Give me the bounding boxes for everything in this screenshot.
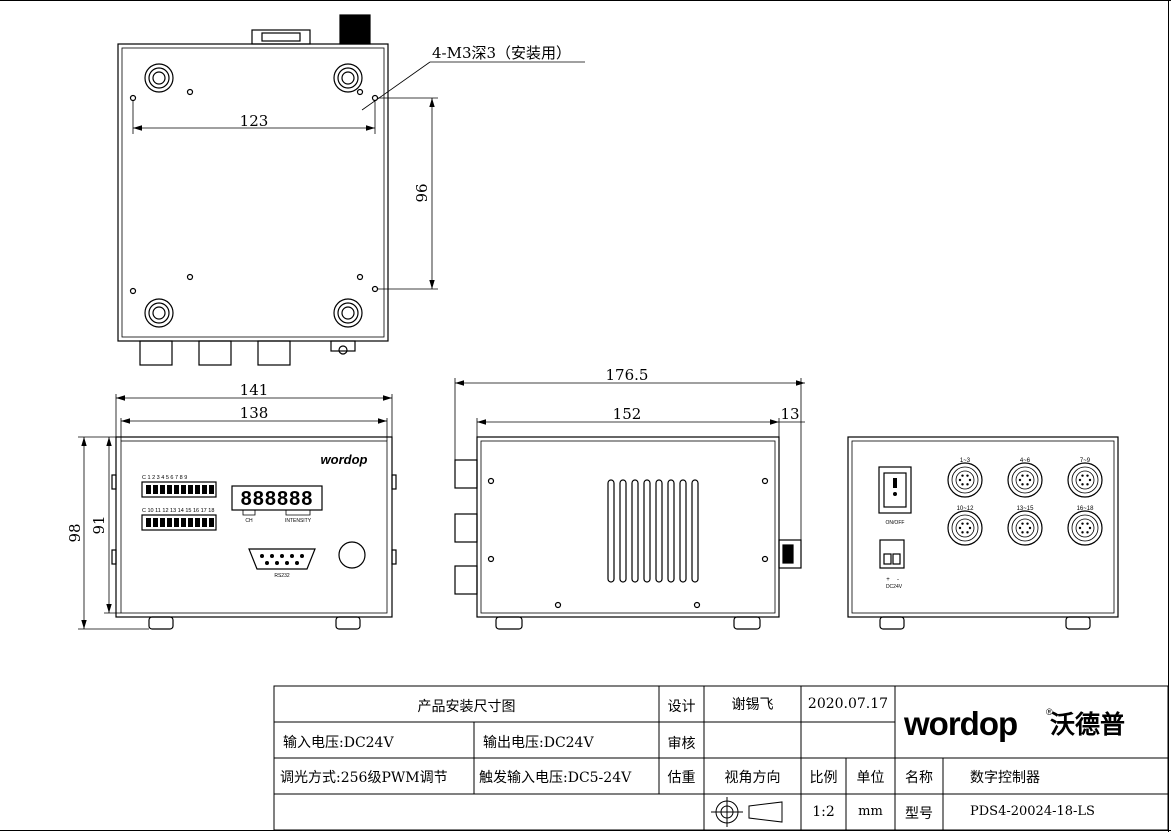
dimming-method: 调光方式:256级PWM调节 [280,770,448,786]
top-view [117,14,389,366]
led-display [231,485,323,511]
switch-knob [339,14,371,45]
dim-98: 98 [66,523,84,542]
design-date: 2020.07.17 [807,696,889,712]
dim-141: 141 [240,381,269,399]
circular-connector[interactable]: 7~9 [1067,458,1103,498]
product-name: 数字控制器 [970,770,1040,786]
top-dims [132,61,585,290]
svg-text:wordop: wordop [903,705,1017,742]
foot-bottom-right [333,298,363,328]
connector-label: 10~12 [957,506,975,512]
front-body [115,436,393,618]
design-label: 设计 [667,699,696,715]
intensity-label: INTENSITY [285,518,312,524]
switch-label: ON/OFF [886,520,905,526]
dim-152: 152 [613,405,642,423]
led-digits: 888888 [241,488,314,510]
dim-91: 91 [90,515,108,534]
rear-view [847,436,1119,630]
connector-label: 7~9 [1080,458,1091,464]
top-body [117,43,389,342]
scale-value: 1:2 [812,804,835,820]
rear-body [847,436,1119,618]
model-number: PDS4-20024-18-LS [970,804,1095,819]
connector-label: 1~3 [960,458,971,464]
dim-176-5: 176.5 [606,366,649,384]
front-brand-logo: wordop [321,452,368,467]
side-view [454,436,802,630]
name-label: 名称 [905,770,933,786]
bnc-1 [139,340,173,366]
dim-138: 138 [240,404,269,422]
mount-hole-note: 4-M3深3（安装用） [432,44,571,62]
brand-logo: wordop 沃德普 ® [903,705,1125,742]
model-label: 型号 [905,806,933,822]
rs232-label: RS232 [274,573,290,579]
title-text: 产品安装尺寸图 [417,699,516,715]
dim-13: 13 [780,405,799,423]
scale-label: 比例 [809,770,838,786]
front-view [111,436,397,630]
dip-row1-label: C 1 2 3 4 5 6 7 8 9 [142,475,187,481]
bnc-2 [198,340,232,366]
side-body [476,436,780,618]
estimate-label: 估重 [667,770,696,786]
circular-connector[interactable]: 16~18 [1067,506,1103,546]
title-block [273,685,1169,831]
front-dims [78,394,393,630]
dim-123: 123 [240,112,269,130]
power-minus: - [897,577,899,583]
ch-label: CH [245,518,253,524]
svg-text:沃德普: 沃德普 [1050,710,1125,739]
projection-symbol [711,797,783,827]
connector-label: 16~18 [1077,506,1095,512]
dim-96: 96 [413,183,431,202]
connector-group: 1~3 4~6 7~9 10~12 13~15 16~18 [947,458,1103,546]
input-voltage: 输入电压:DC24V [283,735,394,751]
circular-connector[interactable]: 1~3 [947,458,983,498]
trigger-voltage: 触发输入电压:DC5-24V [479,770,632,786]
connector-label: 13~15 [1017,506,1035,512]
dc-power-terminal [879,539,905,569]
foot-top-left [144,63,174,93]
power-label: DC24V [886,584,903,590]
circular-connector[interactable]: 10~12 [947,506,983,546]
bnc-3 [257,340,291,366]
designer-name: 谢锡飞 [731,697,774,713]
rs232-port[interactable] [248,548,316,570]
circular-connector[interactable]: 4~6 [1007,458,1043,498]
foot-bottom-left [144,298,174,328]
dip-switch-1[interactable] [141,481,217,498]
review-label: 审核 [667,736,696,752]
dip-switch-2[interactable] [141,514,217,531]
circular-connector[interactable]: 13~15 [1007,506,1043,546]
intensity-knob[interactable] [338,541,366,569]
side-dims [454,378,805,540]
svg-text:®: ® [1046,707,1053,717]
unit-label: 单位 [856,770,885,786]
unit-value: mm [858,804,883,819]
dip-row2-label: C 10 11 12 13 14 15 16 17 18 [142,508,214,514]
vent-slots [607,479,699,583]
power-switch[interactable] [878,466,912,514]
db9-connector-top [251,29,311,45]
connector-label: 4~6 [1020,458,1031,464]
output-voltage: 输出电压:DC24V [483,735,594,751]
foot-top-right [333,63,363,93]
view-direction-label: 视角方向 [724,770,781,786]
power-plus: + [886,577,890,583]
